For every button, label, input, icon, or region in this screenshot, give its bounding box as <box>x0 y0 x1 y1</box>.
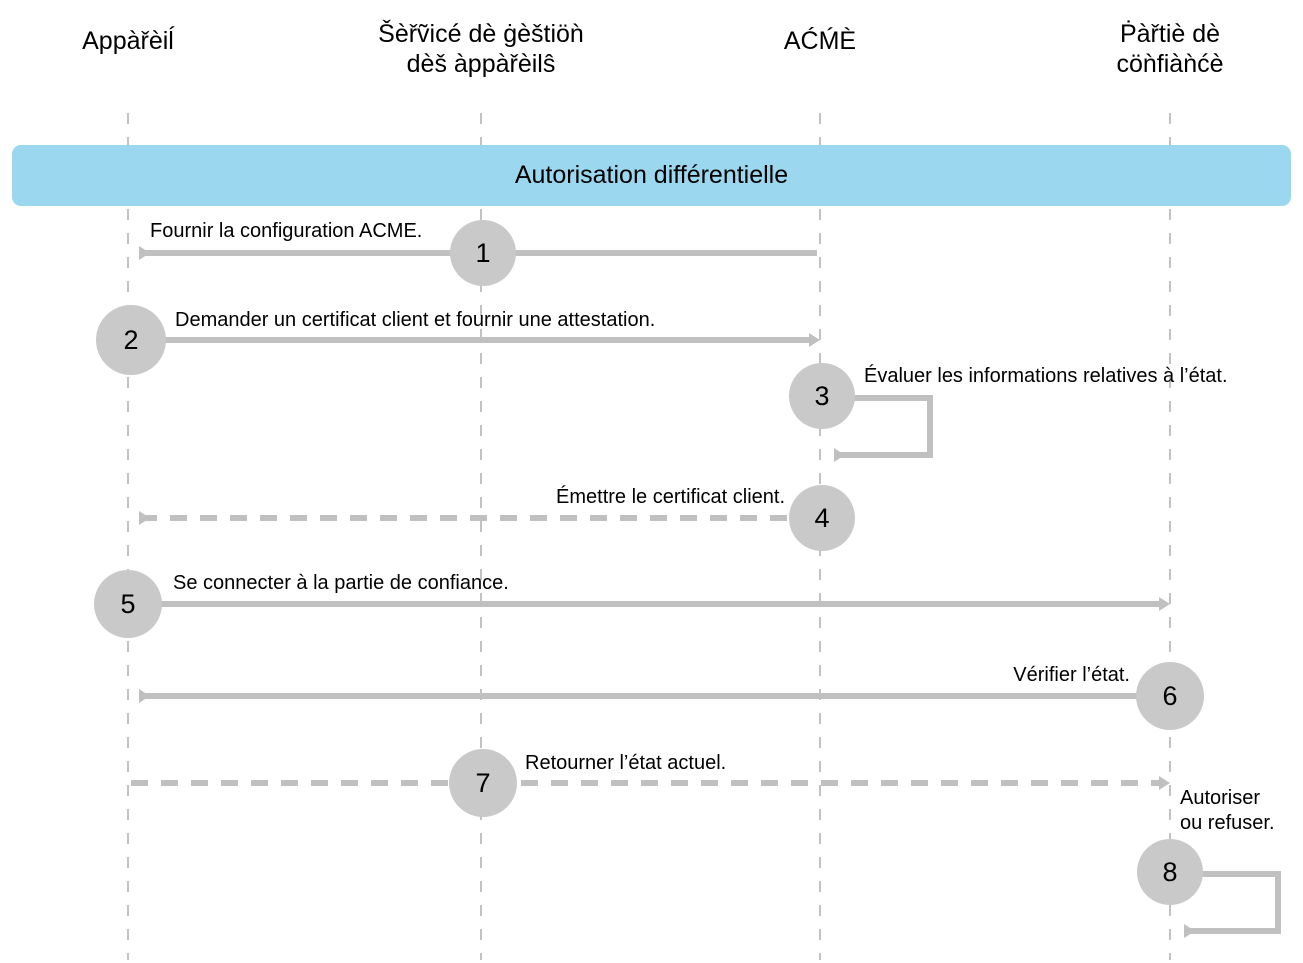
message-label-6: Vérifier l’état. <box>1013 664 1130 686</box>
phase-banner: Autorisation différentielle <box>12 145 1291 206</box>
self-message-3 <box>834 395 933 462</box>
participant-header-mdm: Šèřṽicé dè ġèštiöǹ dèš àppàřèilŝ <box>378 20 584 78</box>
step-badge-8: 8 <box>1137 839 1203 905</box>
participant-header-acme: AĆḾÈ <box>783 27 857 55</box>
step-badge-3: 3 <box>789 363 855 429</box>
message-label-7: Retourner l’état actuel. <box>525 752 727 774</box>
message-label-4: Émettre le certificat client. <box>556 486 785 508</box>
self-message-8 <box>1184 871 1281 938</box>
message-label-5: Se connecter à la partie de confiance. <box>173 572 509 594</box>
message-label-3: Évaluer les informations relatives à l’é… <box>864 365 1228 387</box>
messages-group <box>131 246 1281 938</box>
message-label-8: Autoriser ou refuser. <box>1180 787 1275 834</box>
participant-header-appareil: Appàřèiĺ <box>82 27 174 55</box>
message-label-1: Fournir la configuration ACME. <box>150 220 423 242</box>
message-label-2: Demander un certificat client et fournir… <box>175 309 656 331</box>
participant-header-rp: Ṗàřtiè dè cöǹfiàǹćè <box>1116 20 1224 78</box>
step-badge-6: 6 <box>1136 662 1204 730</box>
lifelines-group <box>127 113 1171 960</box>
step-badge-4: 4 <box>789 485 855 551</box>
phase-banner-label: Autorisation différentielle <box>514 161 789 189</box>
step-badge-5: 5 <box>94 570 162 638</box>
step-badge-7: 7 <box>449 749 517 817</box>
step-badge-1: 1 <box>450 220 516 286</box>
step-badge-2: 2 <box>96 305 166 375</box>
